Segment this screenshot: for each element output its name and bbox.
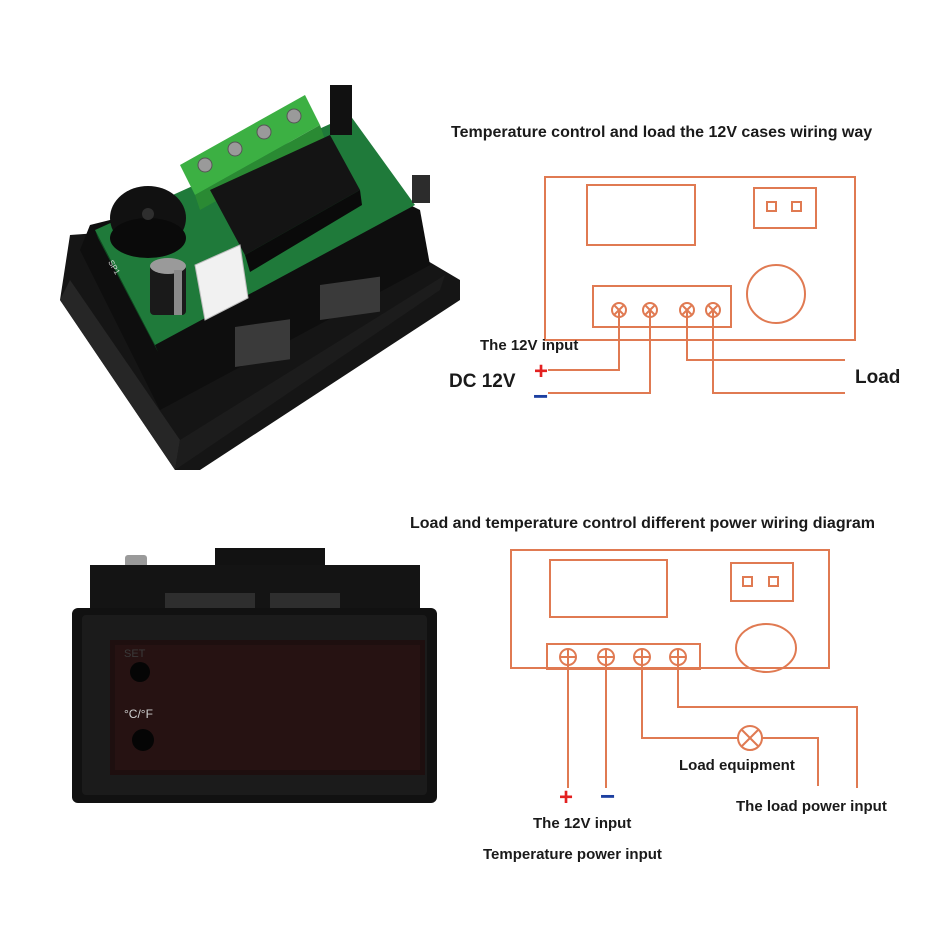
unit-button <box>132 729 154 751</box>
unit-label: °C/°F <box>124 707 153 721</box>
terminal-screw-3 <box>679 302 695 318</box>
diagram1-plus: + <box>534 358 549 385</box>
terminal-plus-4 <box>669 648 687 666</box>
set-button <box>130 662 150 682</box>
load-lamp-icon <box>737 725 763 751</box>
wire-load-power <box>677 657 858 788</box>
controller-outline-1 <box>544 176 856 341</box>
set-label: SET <box>124 648 146 660</box>
diagram1-input-label: The 12V input <box>480 337 579 354</box>
wire-plus-1 <box>548 310 620 371</box>
sensor-connector <box>194 244 249 321</box>
relay <box>210 135 360 255</box>
terminal-strip-2 <box>546 643 701 670</box>
terminal-plus-3 <box>633 648 651 666</box>
terminal-screw-4 <box>705 302 721 318</box>
display-box-1 <box>586 184 696 246</box>
wire-minus-1 <box>548 310 651 394</box>
diagram2-title: Load and temperature control different p… <box>410 515 875 532</box>
diagram1-load-label: Load <box>855 367 901 388</box>
terminal-strip-1 <box>592 285 732 328</box>
wire-load-equip <box>641 657 819 786</box>
wire-load-2 <box>712 310 845 394</box>
terminal-screw-1 <box>611 302 627 318</box>
terminal-plus-2 <box>597 648 615 666</box>
relay-indicator-2 <box>730 562 794 602</box>
diagram2-input-label: The 12V input <box>533 815 632 832</box>
terminal-screw-2 <box>642 302 658 318</box>
diagram2-plus: + <box>559 784 574 811</box>
terminal-plus-1 <box>559 648 577 666</box>
diagram2-minus: − <box>600 781 616 811</box>
buzzer-circle-2 <box>735 623 797 673</box>
terminal-block <box>180 95 320 195</box>
diagram2-load-equipment: Load equipment <box>679 757 795 774</box>
diagram1-dc-label: DC 12V <box>449 371 516 392</box>
buzzer-circle-1 <box>746 264 806 324</box>
diagram1-title: Temperature control and load the 12V cas… <box>451 124 873 141</box>
relay-indicator-1 <box>753 187 817 229</box>
wire-load-1 <box>686 340 845 361</box>
controller-outline-2 <box>510 549 830 669</box>
diagram2-load-power-input: The load power input <box>736 798 887 815</box>
diagram1-minus: − <box>533 381 549 411</box>
diagram2-temperature-power-input: Temperature power input <box>483 846 662 863</box>
display-box-2 <box>549 559 668 618</box>
